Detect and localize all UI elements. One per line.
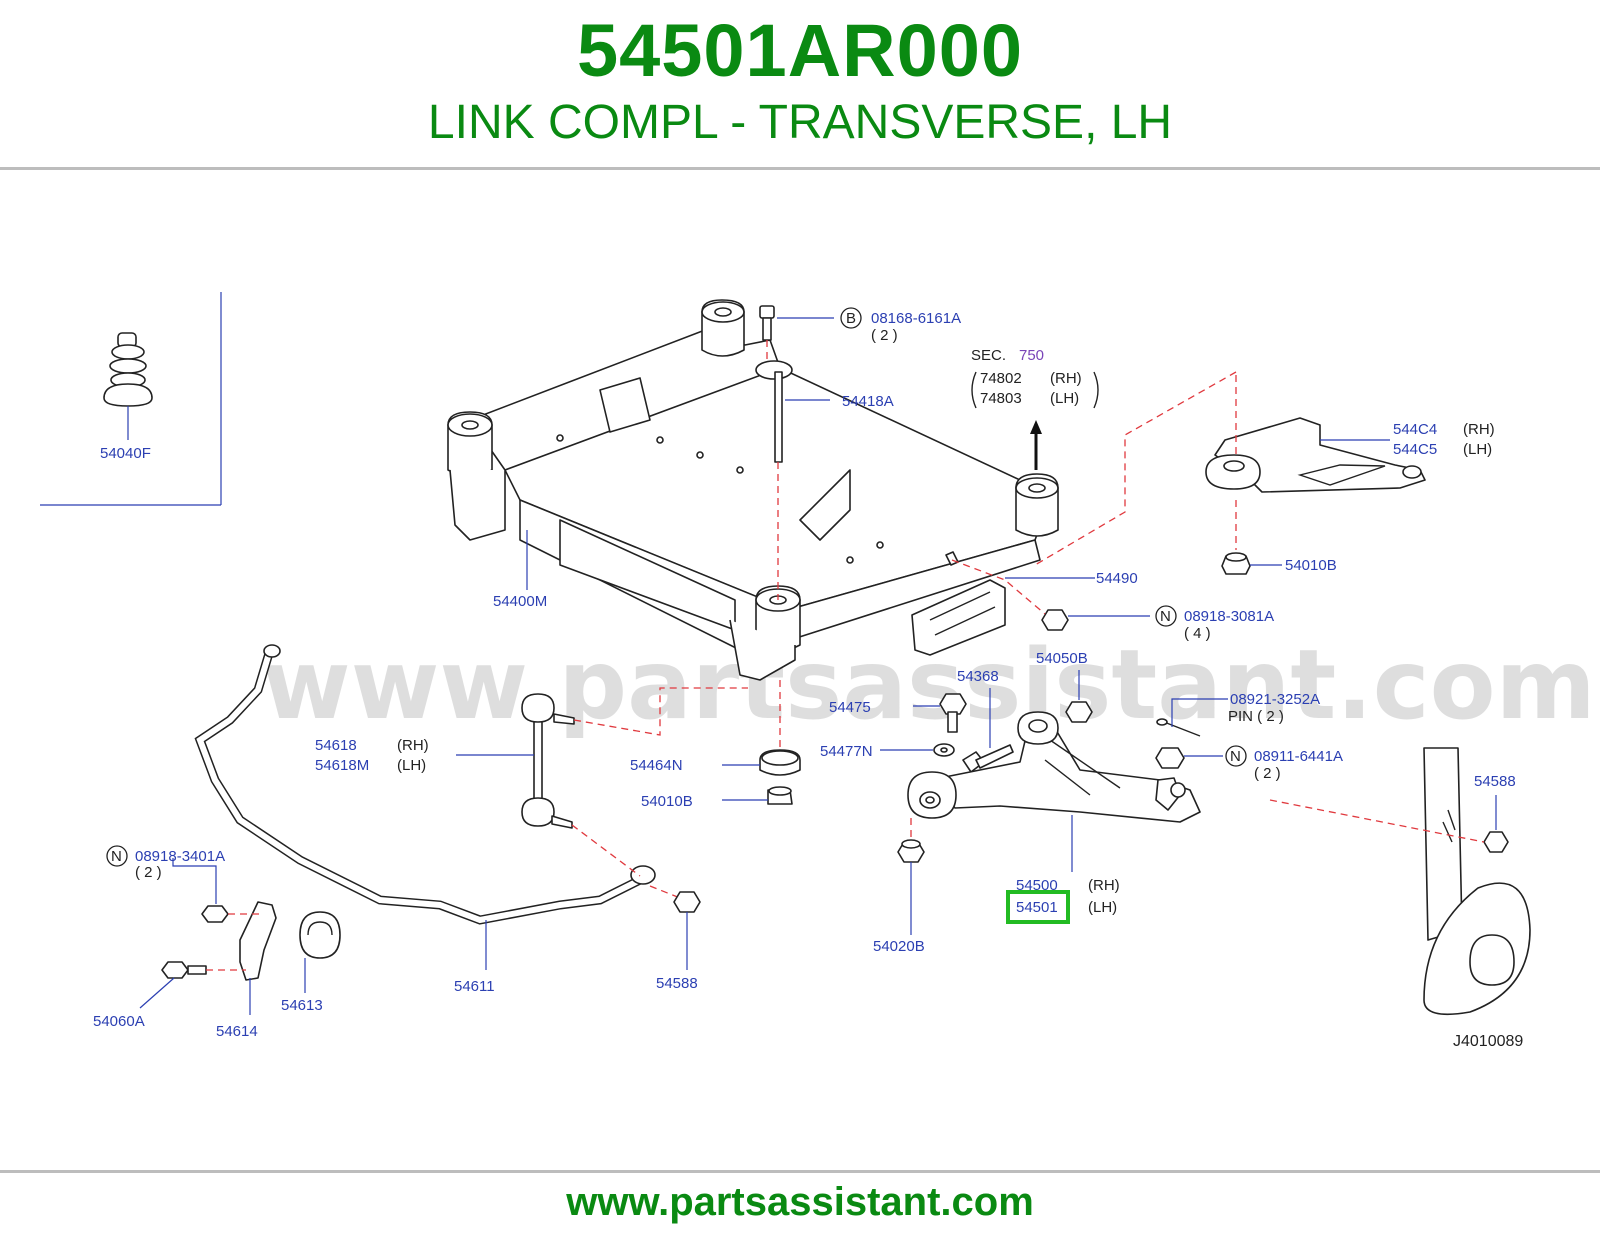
strut-nut-part[interactable] — [1483, 831, 1509, 853]
stabilizer-bushing-part[interactable] — [299, 911, 341, 959]
sec-part-74803: 74803 — [980, 390, 1022, 407]
flange-nut-part[interactable] — [1041, 609, 1069, 631]
callout-54020B[interactable]: 54020B — [873, 938, 925, 955]
transverse-link-lh-part[interactable] — [907, 711, 1201, 823]
callout-08918-3081A[interactable]: 08918-3081A — [1184, 608, 1274, 625]
callout-side: (LH) — [1463, 441, 1492, 458]
callout-08918-3401A[interactable]: 08918-3401A — [135, 848, 225, 865]
strut-and-hub-part[interactable] — [1423, 747, 1531, 1016]
callout-54501[interactable]: 54501 — [1016, 899, 1058, 916]
header-divider — [0, 167, 1600, 170]
callout-54500[interactable]: 54500 — [1016, 877, 1058, 894]
diagram-code: J4010089 — [1453, 1033, 1523, 1050]
callout-54040F[interactable]: 54040F — [100, 445, 151, 462]
callout-qty: ( 2 ) — [135, 864, 162, 881]
callout-54613[interactable]: 54613 — [281, 997, 323, 1014]
header: 54501AR000 LINK COMPL - TRANSVERSE, LH — [0, 0, 1600, 168]
callout-side: (RH) — [1088, 877, 1120, 894]
callout-symbol: N — [1230, 748, 1241, 765]
callout-08921-3252A[interactable]: 08921-3252A — [1230, 691, 1320, 708]
callout-side: (LH) — [397, 757, 426, 774]
callout-54060A[interactable]: 54060A — [93, 1013, 145, 1030]
callout-qty: ( 2 ) — [1254, 765, 1281, 782]
callout-54418A[interactable]: 54418A — [842, 393, 894, 410]
footer-url[interactable]: www.partsassistant.com — [566, 1180, 1034, 1224]
subframe-bolt-part[interactable] — [759, 305, 775, 341]
callout-54618[interactable]: 54618 — [315, 737, 357, 754]
lower-arm-washer-part[interactable] — [933, 743, 955, 757]
callout-54010B[interactable]: 54010B — [641, 793, 693, 810]
callout-54588[interactable]: 54588 — [656, 975, 698, 992]
callout-08168-6161A[interactable]: 08168-6161A — [871, 310, 961, 327]
pivot-nut-part[interactable] — [1065, 701, 1093, 723]
callout-54611[interactable]: 54611 — [454, 978, 495, 995]
stabilizer-clamp-part[interactable] — [239, 901, 277, 981]
link-nut-part[interactable] — [897, 839, 925, 863]
mount-nut-part[interactable] — [767, 786, 793, 805]
part-number-title: 54501AR000 — [576, 9, 1024, 92]
highlighted-part-box — [1006, 890, 1070, 924]
callout-544C5[interactable]: 544C5 — [1393, 441, 1437, 458]
sec-part-74802: 74802 — [980, 370, 1022, 387]
transmission-mount-part[interactable] — [911, 551, 1006, 656]
callout-54490[interactable]: 54490 — [1096, 570, 1138, 587]
callout-54368[interactable]: 54368 — [957, 668, 999, 685]
callout-qty: ( 4 ) — [1184, 625, 1211, 642]
callout-54618M[interactable]: 54618M — [315, 757, 369, 774]
callout-54475[interactable]: 54475 — [829, 699, 871, 716]
stabilizer-link-part[interactable] — [521, 693, 575, 829]
mount-bushing-part[interactable] — [759, 749, 801, 776]
callout-544C4[interactable]: 544C4 — [1393, 421, 1437, 438]
callout-54400M[interactable]: 54400M — [493, 593, 547, 610]
callout-side: (LH) — [1088, 899, 1117, 916]
sec-side: (LH) — [1050, 390, 1079, 407]
callout-side: (RH) — [397, 737, 429, 754]
callout-54464N[interactable]: 54464N — [630, 757, 683, 774]
pivot-bolt-part[interactable] — [962, 744, 1014, 773]
clamp-bolt-part[interactable] — [161, 961, 207, 979]
callout-symbol: N — [1160, 608, 1171, 625]
callout-symbol: B — [846, 310, 856, 327]
stabilizer-nut-part[interactable] — [673, 891, 701, 913]
callout-54010B[interactable]: 54010B — [1285, 557, 1337, 574]
mount-nut-part[interactable] — [1221, 552, 1251, 575]
callout-54050B[interactable]: 54050B — [1036, 650, 1088, 667]
callout-08911-6441A[interactable]: 08911-6441A — [1254, 748, 1343, 765]
callout-54588[interactable]: 54588 — [1474, 773, 1516, 790]
cotter-pin-qty: PIN ( 2 ) — [1228, 708, 1284, 725]
callout-54614[interactable]: 54614 — [216, 1023, 258, 1040]
callout-54477N[interactable]: 54477N — [820, 743, 873, 760]
footer-divider — [0, 1170, 1600, 1173]
lower-arm-bolt-part[interactable] — [939, 693, 967, 733]
part-description: LINK COMPL - TRANSVERSE, LH — [427, 96, 1173, 149]
ball-joint-nut-part[interactable] — [1155, 747, 1185, 769]
callout-sec-750[interactable]: 750 — [1019, 347, 1044, 364]
clamp-nut-part[interactable] — [201, 905, 229, 923]
stabilizer-bar-part[interactable] — [194, 644, 656, 925]
callout-qty: ( 2 ) — [871, 327, 898, 344]
sec-prefix: SEC. — [971, 347, 1006, 364]
sec-side: (RH) — [1050, 370, 1082, 387]
rear-mount-bracket-part[interactable] — [1205, 417, 1426, 493]
callout-side: (RH) — [1463, 421, 1495, 438]
callout-symbol: N — [111, 848, 122, 865]
bump-stop-part[interactable] — [103, 332, 153, 407]
cotter-pin-part[interactable] — [1156, 718, 1201, 737]
